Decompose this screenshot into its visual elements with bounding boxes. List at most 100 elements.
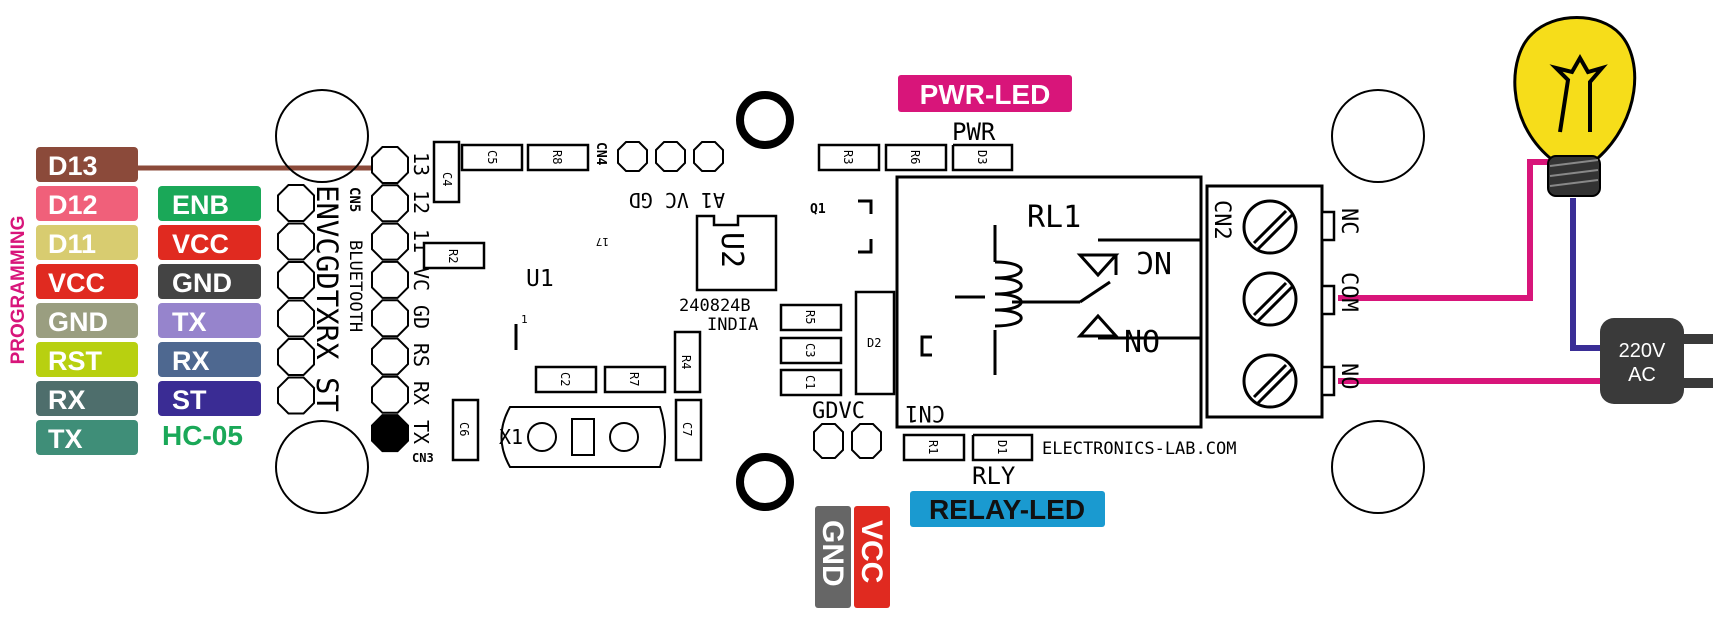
svg-text:TX: TX bbox=[48, 424, 83, 454]
svg-text:RX: RX bbox=[172, 346, 210, 376]
ac-plug-line1: 220V bbox=[1619, 340, 1666, 362]
relay-led-label: RELAY-LED bbox=[929, 494, 1085, 525]
programming-pin-d11: D11 bbox=[36, 225, 138, 260]
svg-text:D3: D3 bbox=[975, 150, 989, 164]
cn1-silk: CN1 bbox=[905, 400, 945, 425]
programming-pin-gnd: GND bbox=[36, 303, 138, 338]
programming-label: PROGRAMMING bbox=[8, 216, 29, 365]
svg-text:R4: R4 bbox=[679, 355, 693, 369]
ac-plug-icon: 220V AC bbox=[1600, 318, 1713, 404]
terminal-tabs bbox=[1320, 210, 1336, 397]
bluetooth-header-pin bbox=[277, 222, 315, 261]
svg-text:VCC: VCC bbox=[855, 520, 888, 583]
svg-text:R1: R1 bbox=[926, 440, 940, 454]
svg-text:ENB: ENB bbox=[172, 190, 229, 220]
ac-plug-line2: AC bbox=[1628, 364, 1656, 386]
svg-text:VCC: VCC bbox=[48, 268, 105, 298]
programming-header bbox=[371, 146, 409, 453]
svg-text:D13: D13 bbox=[48, 151, 98, 181]
svg-text:GD: GD bbox=[409, 305, 433, 329]
cn1-pin-labels: GDVC bbox=[812, 399, 865, 424]
bluetooth-header-pin bbox=[277, 184, 315, 222]
relay-no-coil-silk: NO bbox=[1124, 325, 1160, 360]
svg-text:C7: C7 bbox=[680, 422, 694, 436]
svg-text:TX: TX bbox=[409, 420, 433, 444]
crystal-pads bbox=[527, 418, 639, 456]
u2-outline bbox=[695, 214, 778, 292]
x1-silk: X1 bbox=[499, 425, 523, 449]
q1-outline bbox=[858, 199, 873, 254]
svg-text:R5: R5 bbox=[803, 310, 817, 324]
u1-silk: U1 bbox=[526, 266, 554, 292]
hc05-pin-tx: TX bbox=[158, 303, 261, 338]
u2-silk: U2 bbox=[714, 232, 749, 268]
svg-text:R3: R3 bbox=[841, 150, 855, 164]
hc05-pin-labels: ENB VCC GND TX RX ST bbox=[158, 186, 261, 416]
bluetooth-header-pin bbox=[277, 261, 315, 299]
svg-text:C1: C1 bbox=[803, 375, 817, 389]
svg-text:VCC: VCC bbox=[172, 229, 229, 259]
cn3-pin-labels: 13 12 11 VC GD RS RX TX bbox=[409, 152, 433, 444]
bluetooth-silk: BLUETOOTH bbox=[345, 240, 365, 332]
pwr-silk: PWR bbox=[952, 118, 996, 146]
bluetooth-header-pin bbox=[277, 376, 315, 415]
svg-text:D12: D12 bbox=[48, 190, 98, 220]
cn4-pin-labels: A1 VC GD bbox=[629, 188, 725, 212]
svg-text:TX: TX bbox=[172, 307, 207, 337]
svg-text:GND: GND bbox=[48, 307, 108, 337]
svg-text:D1: D1 bbox=[995, 440, 1009, 454]
programming-header-pin bbox=[371, 146, 409, 184]
cn3-silk: CN3 bbox=[412, 451, 434, 465]
svg-text:R2: R2 bbox=[446, 249, 460, 263]
cn2-silk: CN2 bbox=[1209, 200, 1234, 240]
svg-text:C2: C2 bbox=[558, 372, 572, 386]
u1-pin17-silk: 17 bbox=[596, 235, 609, 248]
hc05-pin-enb: ENB bbox=[158, 186, 261, 221]
ac-neutral-wire bbox=[1570, 198, 1600, 351]
hc05-pin-vcc: VCC bbox=[158, 225, 261, 260]
relay-coil-symbol bbox=[955, 225, 1201, 375]
svg-text:R8: R8 bbox=[550, 150, 564, 164]
svg-text:GND: GND bbox=[816, 520, 849, 587]
programming-header-pin bbox=[371, 414, 409, 453]
svg-text:R7: R7 bbox=[627, 372, 641, 386]
svg-text:R6: R6 bbox=[908, 150, 922, 164]
bluetooth-header-pin bbox=[277, 299, 315, 338]
programming-header-pin bbox=[371, 260, 409, 299]
hc05-label: HC-05 bbox=[162, 420, 243, 451]
svg-text:D11: D11 bbox=[48, 229, 96, 259]
terminal-screws bbox=[1242, 199, 1298, 409]
svg-text:RST: RST bbox=[48, 346, 103, 376]
programming-pin-tx: TX bbox=[36, 420, 138, 455]
bt-pin-names-silk: ENVCGDTXRX ST bbox=[310, 185, 344, 412]
svg-text:C5: C5 bbox=[485, 150, 499, 164]
no-silk: NO bbox=[1336, 363, 1361, 390]
svg-text:C4: C4 bbox=[440, 172, 454, 186]
com-silk: COM bbox=[1336, 272, 1361, 312]
svg-text:C6: C6 bbox=[457, 422, 471, 436]
website-silk: ELECTRONICS-LAB.COM bbox=[1042, 439, 1236, 459]
svg-text:12: 12 bbox=[409, 190, 433, 214]
q1-silk: Q1 bbox=[810, 202, 826, 217]
nc-silk: NC bbox=[1336, 208, 1361, 235]
programming-pin-rx: RX bbox=[36, 381, 138, 416]
relay-nc-coil-silk: NC bbox=[1136, 244, 1172, 279]
hc05-pin-gnd: GND bbox=[158, 264, 261, 299]
programming-header-pin bbox=[371, 299, 409, 338]
programming-pin-labels: D13 D12 D11 VCC GND RST RX TX bbox=[36, 147, 138, 455]
svg-text:VC: VC bbox=[409, 267, 433, 291]
programming-pin-vcc: VCC bbox=[36, 264, 138, 299]
svg-text:13: 13 bbox=[409, 152, 433, 176]
u1-pin1-silk: 1 bbox=[521, 313, 528, 326]
programming-header-pin bbox=[371, 222, 409, 261]
svg-text:RX: RX bbox=[48, 385, 86, 415]
svg-text:GND: GND bbox=[172, 268, 232, 298]
rl1-silk: RL1 bbox=[1027, 200, 1081, 235]
programming-pin-rst: RST bbox=[36, 342, 138, 377]
programming-pin-d13: D13 bbox=[36, 147, 138, 182]
pwr-led-label: PWR-LED bbox=[920, 79, 1051, 110]
cn1-header bbox=[813, 423, 882, 459]
pwr-led-badge bbox=[898, 75, 1072, 112]
svg-text:D2: D2 bbox=[867, 336, 881, 350]
